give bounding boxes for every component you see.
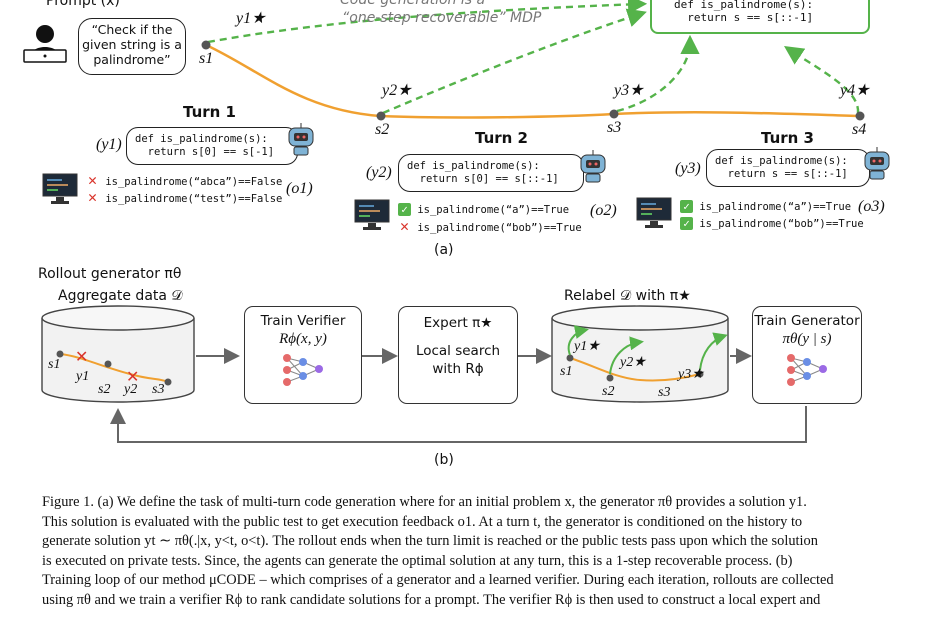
turn-1-title: Turn 1 [183,103,236,121]
expert-title: Expert π★ [423,315,493,331]
pass-icon: ✓ [680,200,693,213]
robot-icon-2 [578,149,608,187]
db2-label-y2star: y2★ [620,355,646,370]
mdp-note-line2: “one-step recoverable” MDP [342,10,542,26]
turn-3-test-1: ✓ is_palindrome(“a”)==True [680,200,851,213]
ystar-label-1: y1★ [236,10,266,27]
train-verifier-box: Train Verifier Rϕ(x, y) [244,306,362,404]
db2-label-s2: s2 [602,384,615,399]
turn-1-test-1: ✕ is_palindrome(“abca”)==False [87,171,283,189]
state-dot-s1 [201,40,211,50]
db2-label-y3star: y3★ [678,367,704,382]
db1-label-y2: y2 [124,382,138,397]
state-dot-s2 [376,111,386,121]
caption-line-6: using πθ and we train a verifier Rϕ to r… [42,591,821,608]
state-dot-s3 [609,109,619,119]
fail-icon: ✕ [87,171,98,189]
rollout-label: Rollout generator πθ [38,266,182,282]
prompt-bubble: “Check if the given string is a palindro… [78,18,186,75]
turn-3-code-bubble: def is_palindrome(s): return s == s[::-1… [706,149,870,187]
expert-line2: with Rϕ [432,361,484,377]
caption-line-3: generate solution yt ∼ πθ(.|x, y<t, o<t)… [42,533,818,550]
state-label-s1: s1 [199,50,214,67]
pass-icon: ✓ [680,217,693,230]
caption-line-4: is executed on private tests. Since, the… [42,552,793,569]
train-verifier-title: Train Verifier [260,313,346,329]
generator-formula: πθ(y | s) [782,331,832,347]
recover-arrow-3 [616,34,700,113]
train-generator-title: Train Generator [754,313,860,329]
monitor-icon-3 [636,197,672,233]
db1-label-y1: y1 [76,369,90,384]
db2-label-s1: s1 [560,364,573,379]
monitor-icon-2 [354,199,390,235]
panel-b-drawing: ✕ ✕ [41,305,807,443]
svg-text:✕: ✕ [75,347,88,366]
neural-net-icon [283,354,323,386]
state-label-s3: s3 [607,119,622,136]
turn-2-code-bubble: def is_palindrome(s): return s[0] == s[:… [398,154,584,192]
user-laptop-icon [20,22,70,70]
fail-icon: ✕ [399,217,410,235]
train-generator-box: Train Generator πθ(y | s) [752,306,862,404]
pass-icon: ✓ [398,203,411,216]
neural-net-icon [787,354,827,386]
db1-label-s1: s1 [48,357,61,372]
db2-label-y1star: y1★ [574,339,600,354]
db2-label-s3: s3 [658,385,671,400]
turn-2-test-2: ✕ is_palindrome(“bob”)==True [399,217,582,235]
fail-icon: ✕ [87,188,98,206]
ystar-label-2: y2★ [382,82,412,99]
monitor-icon-1 [42,173,78,209]
turn-3-o-label: (o3) [858,198,885,215]
recover-arrow-4 [784,46,860,114]
turn-3-y-label: (y3) [675,160,701,177]
panel-a-drawing [201,0,865,121]
verifier-formula: Rϕ(x, y) [279,331,327,347]
turn-2-test-1: ✓ is_palindrome(“a”)==True [398,203,569,216]
turn-1-y-label: (y1) [96,136,122,153]
feedback-loop-arrow [110,406,807,443]
state-label-s4: s4 [852,121,867,138]
state-label-s2: s2 [375,121,390,138]
panel-b-label: (b) [434,452,454,468]
turn-3-title: Turn 3 [761,129,814,147]
database-2 [551,305,729,403]
svg-text:✕: ✕ [126,367,139,386]
mdp-note-line1: Code generation is a [340,0,486,8]
recover-arrow-2 [382,8,647,115]
expert-line1: Local search [415,343,501,359]
caption-line-2: This solution is evaluated with the publ… [42,513,803,530]
database-1: ✕ ✕ [41,305,195,403]
turn-3-test-2: ✓ is_palindrome(“bob”)==True [680,217,864,230]
caption-line-1: Figure 1. (a) We define the task of mult… [42,494,807,510]
trajectory-curve [205,43,861,119]
aggregate-label: Aggregate data 𝒟 [58,288,183,304]
expert-box: Expert π★ Local search with Rϕ [398,306,518,404]
prompt-label: Prompt (x) [46,0,120,9]
figure-caption: Figure 1. (a) We define the task of mult… [42,493,892,611]
caption-line-5: Training loop of our method μCODE – whic… [42,572,834,589]
robot-icon-1 [286,122,316,160]
turn-2-o-label: (o2) [590,202,617,219]
db1-label-s2: s2 [98,382,111,397]
turn-2-y-label: (y2) [366,164,392,181]
turn-1-o-label: (o1) [286,180,313,197]
turn-1-code-bubble: def is_palindrome(s): return s[0] == s[-… [126,127,298,165]
state-dot-s4 [855,111,865,121]
db1-label-s3: s3 [152,382,165,397]
robot-icon-3 [862,146,892,184]
relabel-label: Relabel 𝒟 with π★ [564,288,691,304]
optimal-code-box: def is_palindrome(s): return s == s[::-1… [650,0,870,34]
ystar-label-3: y3★ [614,82,644,99]
turn-1-test-2: ✕ is_palindrome(“test”)==False [87,188,283,206]
turn-2-title: Turn 2 [475,129,528,147]
panel-a-label: (a) [434,242,454,258]
recover-arrow-1 [207,0,648,44]
ystar-label-4: y4★ [840,82,870,99]
